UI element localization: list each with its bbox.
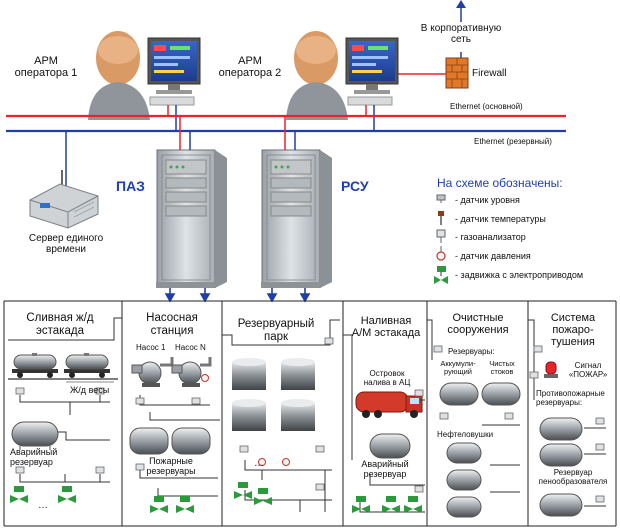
cabinet-field-arrows: [164, 288, 311, 303]
firewall-icon: [445, 57, 469, 89]
pressure-sensor-icon: [436, 246, 446, 261]
field-pressure-sensors: [201, 374, 290, 466]
operator-person-1-icon: [88, 31, 150, 120]
fire-signal-label: Сигнал «ПОЖАР»: [568, 361, 608, 379]
legend-pressure-sensor: - датчик давления: [455, 251, 531, 261]
auto-rack-title[interactable]: Наливная А/М эстакада: [351, 315, 421, 340]
cabinet-bus-links: [179, 116, 296, 150]
rail-tank-cars-icon: [8, 353, 118, 383]
treatment-tanks-icon: [439, 382, 521, 518]
paz-label[interactable]: ПАЗ: [116, 178, 145, 194]
workstation-drops: [167, 105, 375, 131]
rail-emergency-tank-label: Аварийный резервуар: [10, 447, 58, 467]
fire-reserve-tanks-label: Противопожарные резервуары:: [536, 389, 605, 407]
legend-icons: [434, 194, 448, 284]
oil-traps-label: Нефтеловушки: [437, 430, 494, 439]
pump-n-label: Насос N: [175, 343, 206, 352]
tanker-truck-icon: [355, 391, 423, 418]
treatment-title[interactable]: Очистные сооружения: [447, 312, 509, 337]
fire-reserve-tanks-icon: [539, 417, 583, 517]
auto-emergency-tank-icon: [369, 433, 411, 459]
rail-emergency-tank-icon: [11, 421, 59, 450]
ethernet-reserve-label: Ethernet (резервный): [474, 137, 552, 146]
field-valves: [10, 482, 422, 513]
rsu-cabinet-icon: [261, 149, 332, 288]
operator-monitor-1-icon: [147, 37, 201, 106]
legend-temperature-sensor: - датчик температуры: [455, 214, 546, 224]
pump-fire-tanks-icon: [129, 427, 211, 455]
tank-park-dots: …: [254, 458, 264, 469]
corporate-network-label: В корпоративную сеть: [420, 23, 502, 45]
field-level-frame: [3, 300, 617, 527]
electric-valve-icon: [434, 266, 448, 284]
pump-fire-tanks-label: Пожарные резервуары: [146, 456, 196, 476]
time-server-icon: [29, 170, 99, 229]
temperature-sensor-icon: [438, 211, 444, 225]
paz-cabinet-icon: [156, 149, 227, 288]
time-server-label[interactable]: Сервер единого времени: [28, 233, 104, 255]
treatment-tanks-label: Резервуары:: [448, 347, 495, 356]
rail-rack-title[interactable]: Сливная ж/д эстакада: [26, 312, 94, 337]
gas-analyzer-icon: [436, 229, 446, 243]
legend-title: На схеме обозначены:: [437, 176, 563, 190]
rail-scales-label: Ж/д весы: [70, 385, 110, 395]
operator-2-label[interactable]: АРМ оператора 2: [218, 55, 282, 80]
fire-system-title[interactable]: Система пожаро- тушения: [550, 312, 596, 349]
operator-person-2-icon: [286, 31, 348, 120]
pump-station-title[interactable]: Насосная станция: [146, 312, 198, 337]
legend-gas-analyzer: - газоанализатор: [455, 232, 526, 242]
clean-drain-tank-label: Чистых стоков: [489, 359, 515, 377]
tank-park-tanks-icon: [232, 358, 315, 431]
level-sensor-icon: [436, 194, 446, 203]
legend-electric-valve: - задвижка с электроприводом: [455, 270, 584, 280]
firewall-label: Firewall: [472, 68, 507, 79]
pump-1-label: Насос 1: [136, 343, 166, 352]
rail-dots: …: [38, 500, 48, 511]
rsu-label[interactable]: РСУ: [341, 178, 369, 194]
pump-1-icon: [131, 357, 174, 387]
pump-n-icon: [171, 357, 212, 387]
ethernet-main-label: Ethernet (основной): [450, 102, 523, 111]
operator-monitor-2-icon: [345, 37, 399, 106]
fire-alarm-beacon-icon: [544, 361, 558, 378]
accumulating-tank-label: Аккумули- рующий: [440, 359, 476, 377]
foam-tank-label: Резервуар пенообразователя: [538, 468, 608, 486]
auto-emergency-tank-label: Аварийный резервуар: [361, 459, 409, 479]
field-sensors: [15, 337, 605, 503]
legend-level-sensor: - датчик уровня: [455, 195, 520, 205]
tank-park-title[interactable]: Резервуарный парк: [237, 318, 315, 343]
loading-island-label: Островок налива в АЦ: [363, 369, 411, 387]
operator-1-label[interactable]: АРМ оператора 1: [14, 55, 78, 80]
